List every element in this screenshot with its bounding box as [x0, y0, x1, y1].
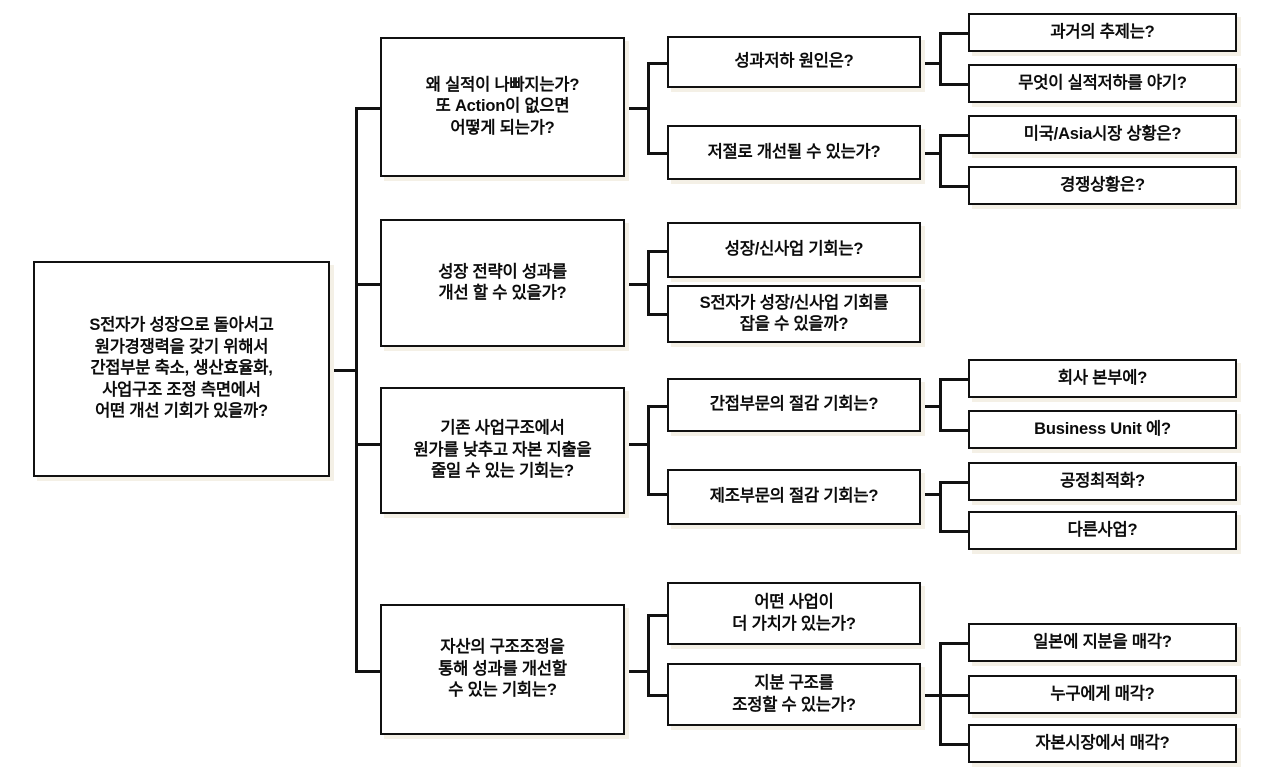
level3-node-1-label: 성과저하 원인은?	[734, 52, 854, 71]
connector-l3-8-to-l4-9	[939, 642, 969, 645]
connector-l3-5-to-l4-6	[939, 429, 969, 432]
connector-l3-2-to-l4-4	[939, 185, 969, 188]
level4-node-10-label: 누구에게 매각?	[1050, 684, 1155, 703]
level4-node-5[interactable]: 회사 본부에?	[968, 359, 1237, 398]
connector-l2-2-spine	[647, 250, 650, 315]
level4-node-3-label: 미국/Asia시장 상황은?	[1023, 124, 1182, 143]
connector-l2-3-spine	[647, 405, 650, 495]
level4-node-2-label: 무엇이 실적저하를 야기?	[1018, 73, 1187, 92]
connector-l3-6-spine	[939, 481, 942, 532]
level4-node-10[interactable]: 누구에게 매각?	[968, 675, 1237, 714]
level3-node-8-label: 지분 구조를 조정할 수 있는가?	[732, 674, 856, 714]
level3-node-5-label: 간접부문의 절감 기회는?	[709, 395, 879, 414]
level3-node-3-label: 성장/신사업 기회는?	[724, 240, 864, 259]
connector-l2-3-stem	[624, 443, 649, 446]
level4-node-8-label: 다른사업?	[1067, 520, 1138, 539]
level2-node-1[interactable]: 왜 실적이 나빠지는가? 또 Action이 없으면 어떻게 되는가?	[380, 37, 625, 177]
connector-trunk-to-l2-3	[355, 443, 382, 446]
connector-l3-2-spine	[939, 134, 942, 187]
level3-node-3[interactable]: 성장/신사업 기회는?	[667, 222, 921, 278]
connector-l3-1-to-l4-1	[939, 32, 969, 35]
level4-node-8[interactable]: 다른사업?	[968, 511, 1237, 550]
connector-l3-8-to-l4-10	[939, 694, 969, 697]
root-node-label: S전자가 성장으로 돌아서고 원가경쟁력을 갖기 위해서 간접부분 축소, 생산…	[89, 316, 274, 421]
connector-l3-2-stem	[918, 152, 941, 155]
connector-l2-2-to-l3-3	[647, 250, 669, 253]
connector-l3-1-to-l4-2	[939, 83, 969, 86]
level4-node-4-label: 경쟁상황은?	[1060, 175, 1145, 194]
level2-node-3-label: 기존 사업구조에서 원가를 낮추고 자본 지출을 줄일 수 있는 기회는?	[413, 419, 592, 481]
level4-node-7[interactable]: 공정최적화?	[968, 462, 1237, 501]
connector-l3-8-spine	[939, 642, 942, 745]
connector-l2-3-to-l3-6	[647, 493, 669, 496]
level3-node-4[interactable]: S전자가 성장/신사업 기회를 잡을 수 있을까?	[667, 285, 921, 343]
level3-node-7-label: 어떤 사업이 더 가치가 있는가?	[732, 593, 856, 633]
connector-l3-8-stem	[918, 694, 941, 697]
level4-node-3[interactable]: 미국/Asia시장 상황은?	[968, 115, 1237, 154]
connector-l2-4-to-l3-8	[647, 694, 669, 697]
connector-l2-1-spine	[647, 62, 650, 154]
level2-node-3[interactable]: 기존 사업구조에서 원가를 낮추고 자본 지출을 줄일 수 있는 기회는?	[380, 387, 625, 514]
level3-node-6[interactable]: 제조부문의 절감 기회는?	[667, 469, 921, 525]
connector-l3-6-to-l4-7	[939, 481, 969, 484]
level4-node-11[interactable]: 자본시장에서 매각?	[968, 724, 1237, 763]
level4-node-2[interactable]: 무엇이 실적저하를 야기?	[968, 64, 1237, 103]
level2-node-1-label: 왜 실적이 나빠지는가? 또 Action이 없으면 어떻게 되는가?	[425, 75, 580, 137]
connector-l3-2-to-l4-3	[939, 134, 969, 137]
connector-l2-4-spine	[647, 614, 650, 696]
connector-l3-8-to-l4-11	[939, 743, 969, 746]
level4-node-7-label: 공정최적화?	[1060, 471, 1145, 490]
connector-l3-1-stem	[918, 62, 941, 65]
connector-l2-1-to-l3-2	[647, 152, 669, 155]
connector-l3-5-to-l4-5	[939, 378, 969, 381]
connector-l2-3-to-l3-5	[647, 405, 669, 408]
connector-l3-5-stem	[918, 405, 941, 408]
level3-node-7[interactable]: 어떤 사업이 더 가치가 있는가?	[667, 582, 921, 645]
level3-node-2[interactable]: 저절로 개선될 수 있는가?	[667, 125, 921, 180]
level2-node-4-label: 자산의 구조조정을 통해 성과를 개선할 수 있는 기회는?	[438, 638, 567, 700]
connector-l3-1-spine	[939, 32, 942, 85]
level2-node-2[interactable]: 성장 전략이 성과를 개선 할 수 있을가?	[380, 219, 625, 347]
level3-node-4-label: S전자가 성장/신사업 기회를 잡을 수 있을까?	[699, 293, 889, 333]
level4-node-4[interactable]: 경쟁상황은?	[968, 166, 1237, 205]
connector-trunk-to-l2-1	[355, 107, 382, 110]
level4-node-6[interactable]: Business Unit 에?	[968, 410, 1237, 449]
level4-node-9-label: 일본에 지분을 매각?	[1033, 632, 1172, 651]
connector-l3-6-stem	[918, 493, 941, 496]
connector-l2-4-stem	[624, 670, 649, 673]
connector-l2-1-stem	[624, 107, 649, 110]
connector-trunk-to-l2-4	[355, 670, 382, 673]
level4-node-6-label: Business Unit 에?	[1034, 419, 1171, 438]
level3-node-5[interactable]: 간접부문의 절감 기회는?	[667, 378, 921, 432]
connector-l3-5-spine	[939, 378, 942, 431]
connector-trunk-to-l2-2	[355, 283, 382, 286]
level3-node-8[interactable]: 지분 구조를 조정할 수 있는가?	[667, 663, 921, 726]
level3-node-1[interactable]: 성과저하 원인은?	[667, 36, 921, 88]
level4-node-11-label: 자본시장에서 매각?	[1035, 733, 1170, 752]
level4-node-9[interactable]: 일본에 지분을 매각?	[968, 623, 1237, 662]
connector-l2-2-stem	[624, 283, 649, 286]
level3-node-2-label: 저절로 개선될 수 있는가?	[707, 142, 881, 161]
connector-root-stem	[330, 369, 357, 372]
connector-root-trunk	[355, 107, 358, 672]
level2-node-4[interactable]: 자산의 구조조정을 통해 성과를 개선할 수 있는 기회는?	[380, 604, 625, 735]
connector-l2-4-to-l3-7	[647, 614, 669, 617]
level2-node-2-label: 성장 전략이 성과를 개선 할 수 있을가?	[438, 262, 567, 302]
connector-l3-6-to-l4-8	[939, 530, 969, 533]
connector-l2-2-to-l3-4	[647, 313, 669, 316]
connector-l2-1-to-l3-1	[647, 62, 669, 65]
level4-node-1[interactable]: 과거의 추제는?	[968, 13, 1237, 52]
level4-node-1-label: 과거의 추제는?	[1050, 22, 1155, 41]
level3-node-6-label: 제조부문의 절감 기회는?	[709, 487, 879, 506]
level4-node-5-label: 회사 본부에?	[1057, 368, 1148, 387]
root-node[interactable]: S전자가 성장으로 돌아서고 원가경쟁력을 갖기 위해서 간접부분 축소, 생산…	[33, 261, 330, 477]
